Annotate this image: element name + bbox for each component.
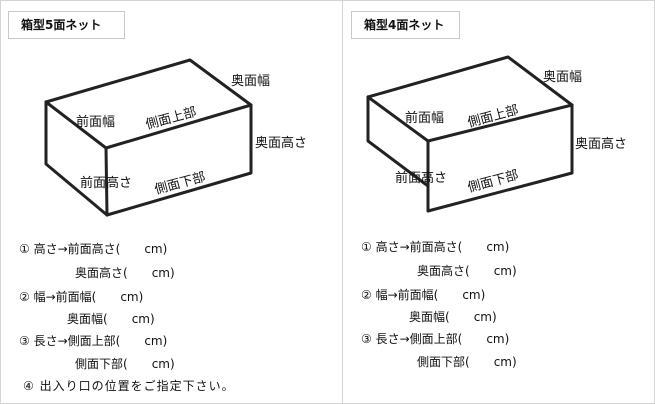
box-edge-top-back: [366, 55, 574, 107]
five-face-box-diagram: 奥面幅 奥面高さ 前面幅 前面高さ 側面上部 側面下部: [44, 58, 307, 217]
box-edge-side-panel: [426, 103, 574, 213]
four-face-net-title: 箱型4面ネット: [351, 11, 460, 39]
box-edge-bottom-right: [105, 103, 253, 217]
box-edge-top-back: [44, 58, 253, 107]
box-edge-left: [44, 100, 109, 217]
instruction-row: ① 高さ→前面高さ(cm): [361, 240, 510, 254]
instruction-row: 側面下部(cm): [75, 357, 175, 371]
five-face-net-panel: 箱型5面ネット 奥面幅 奥面高さ 前面幅 前面高さ 側面上部 側面下部 ① 高さ…: [1, 1, 341, 403]
instruction-row: ③ 長さ→側面上部(cm): [361, 332, 510, 346]
four-face-box-diagram: 奥面幅 奥面高さ 前面幅 前面高さ 側面上部 側面下部: [366, 55, 627, 213]
label-front-height: 前面高さ: [395, 170, 447, 186]
instruction-row: 奥面高さ(cm): [75, 266, 175, 280]
label-back-height: 奥面高さ: [255, 135, 307, 151]
four-face-net-panel: 箱型4面ネット 奥面幅 奥面高さ 前面幅 前面高さ 側面上部 側面下部 ① 高さ…: [342, 1, 655, 403]
label-front-height: 前面高さ: [80, 175, 132, 191]
instruction-row: ③ 長さ→側面上部(cm): [19, 334, 168, 348]
instruction-row: ① 高さ→前面高さ(cm): [19, 242, 168, 256]
instruction-row: ② 幅→前面幅(cm): [19, 290, 144, 304]
label-front-width: 前面幅: [76, 114, 115, 130]
box-edge-front-vertical: [104, 146, 109, 217]
label-back-height: 奥面高さ: [575, 136, 627, 152]
entrance-position-note: ④ 出入り口の位置をご指定下さい。: [23, 379, 235, 393]
label-side-lower: 側面下部: [466, 168, 520, 196]
label-back-width: 奥面幅: [231, 74, 270, 89]
label-side-upper: 側面上部: [466, 103, 520, 131]
box-edge-back-panel: [366, 95, 430, 188]
label-front-width: 前面幅: [405, 110, 444, 126]
instruction-row: ② 幅→前面幅(cm): [361, 288, 486, 302]
instruction-row: 奥面高さ(cm): [417, 264, 517, 278]
instruction-row: 奥面幅(cm): [409, 310, 497, 324]
instruction-row: 奥面幅(cm): [67, 312, 155, 326]
five-face-net-title: 箱型5面ネット: [8, 11, 125, 39]
instruction-row: 側面下部(cm): [417, 355, 517, 369]
label-back-width: 奥面幅: [543, 70, 582, 85]
